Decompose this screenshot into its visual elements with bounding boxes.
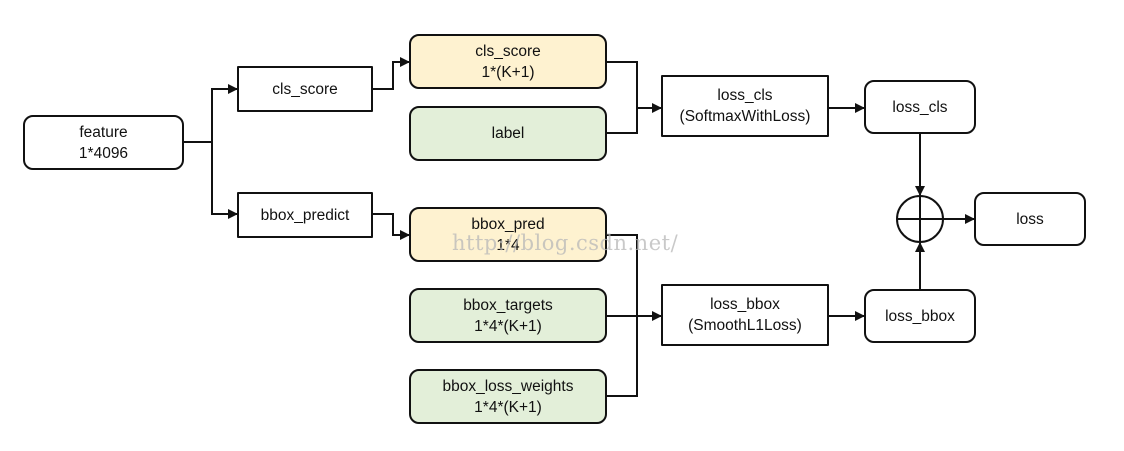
cls-score-output-node: cls_score 1*(K+1) xyxy=(409,34,607,89)
loss-cls-layer-label: loss_cls xyxy=(717,87,773,104)
bbox-loss-weights-node-label: bbox_loss_weights xyxy=(442,377,574,395)
edge-label-to-loss-cls-layer xyxy=(607,108,638,134)
feature-node-shape: 1*4096 xyxy=(78,144,129,162)
bbox-pred-node-shape: 1*4 xyxy=(496,236,520,254)
circle-plus-icon xyxy=(896,195,944,243)
loss-node-label: loss xyxy=(1016,210,1044,228)
cls-score-output-shape: 1*(K+1) xyxy=(481,63,535,81)
bbox-pred-node: bbox_pred 1*4 xyxy=(409,207,607,262)
loss-cls-node: loss_cls xyxy=(864,80,976,134)
loss-cls-node-label: loss_cls xyxy=(892,98,948,116)
loss-bbox-node: loss_bbox xyxy=(864,289,976,343)
bbox-predict-layer-node: bbox_predict xyxy=(237,192,373,238)
cls-score-output-label: cls_score xyxy=(475,42,541,60)
label-node-label: label xyxy=(491,125,525,142)
edge-bbox-predict-to-output xyxy=(373,213,410,240)
loss-bbox-node-label: loss_bbox xyxy=(885,307,955,325)
cls-score-layer-node: cls_score xyxy=(237,66,373,112)
bbox-targets-node: bbox_targets 1*4*(K+1) xyxy=(409,288,607,343)
edge-cls-score-to-output xyxy=(373,57,410,90)
edge-cls-score-out-to-loss-cls-layer xyxy=(607,61,638,108)
cls-score-layer-label: cls_score xyxy=(272,80,338,98)
bbox-predict-layer-label: bbox_predict xyxy=(260,206,350,224)
edge-feature-to-bbox-predict xyxy=(211,142,238,219)
bbox-targets-node-label: bbox_targets xyxy=(463,296,553,314)
loss-bbox-layer-node: loss_bbox (SmoothL1Loss) xyxy=(661,284,829,346)
feature-node: feature 1*4096 xyxy=(23,115,184,170)
loss-bbox-layer-label: loss_bbox xyxy=(710,296,780,313)
bbox-loss-weights-node: bbox_loss_weights 1*4*(K+1) xyxy=(409,369,607,424)
bbox-pred-node-label: bbox_pred xyxy=(471,215,545,233)
edge-bbox-loss-weights-to-loss-bbox-layer xyxy=(607,316,638,397)
bbox-loss-weights-node-shape: 1*4*(K+1) xyxy=(474,398,542,416)
loss-cls-layer-type: (SoftmaxWithLoss) xyxy=(679,108,811,125)
bbox-targets-node-shape: 1*4*(K+1) xyxy=(474,317,542,335)
edge-bbox-pred-to-loss-bbox-layer xyxy=(607,234,638,316)
loss-cls-layer-node: loss_cls (SoftmaxWithLoss) xyxy=(661,75,829,137)
edge-feature-to-cls-score xyxy=(184,84,238,143)
loss-node: loss xyxy=(974,192,1086,246)
loss-bbox-layer-type: (SmoothL1Loss) xyxy=(688,317,802,334)
feature-node-label: feature xyxy=(79,123,128,141)
label-node: label xyxy=(409,106,607,161)
